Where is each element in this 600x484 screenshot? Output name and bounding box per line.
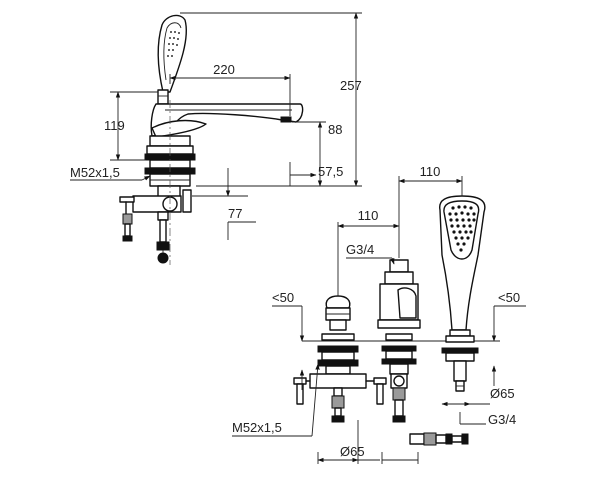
dim-220: 220 [213, 62, 235, 77]
dim-phi65-right: Ø65 [490, 386, 515, 401]
top-assembly: 220 257 119 88 57,5 M52x1,5 77 [70, 12, 362, 265]
hand-shower-top [157, 14, 187, 105]
dim-m52-top: M52x1,5 [70, 165, 120, 180]
dim-119: 119 [104, 118, 125, 133]
diverter-valve-top [119, 185, 192, 264]
dim-88: 88 [328, 122, 342, 137]
dim-g34-lower: G3/4 [488, 412, 516, 427]
hand-shower-bottom [439, 195, 486, 392]
hand-shower-face-icon [448, 205, 476, 252]
mixer-valve-bottom [293, 295, 387, 423]
dim-110-upper: 110 [420, 164, 441, 179]
spout-body [150, 103, 304, 138]
bottom-assembly: 110 110 G3/4 <50 <50 Ø65 G3/4 M52x1,5 [232, 164, 526, 464]
dim-57-5: 57,5 [318, 164, 343, 179]
dim-phi65-bottom: Ø65 [340, 444, 365, 459]
dim-77: 77 [228, 206, 242, 221]
dim-257: 257 [340, 78, 362, 93]
dim-g34-upper: G3/4 [346, 242, 374, 257]
dim-110-lower: 110 [358, 208, 379, 223]
dim-m52-bottom: M52x1,5 [232, 420, 282, 435]
dim-lt50-right: <50 [498, 290, 520, 305]
spout-bottom [377, 259, 421, 423]
dim-lt50-left: <50 [272, 290, 294, 305]
hose-connector [409, 432, 469, 446]
